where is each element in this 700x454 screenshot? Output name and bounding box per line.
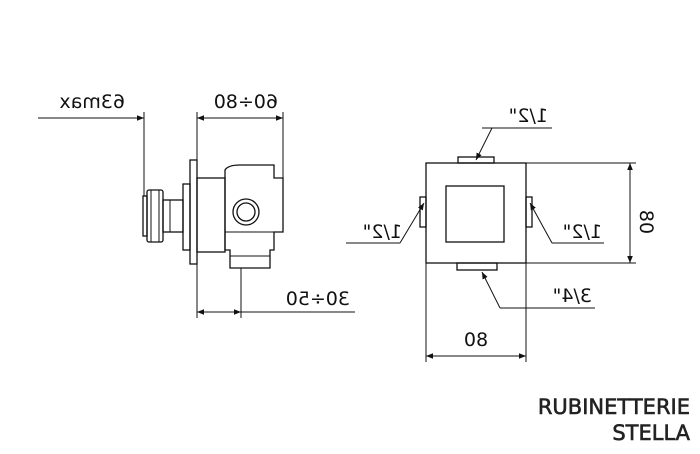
valve-body xyxy=(224,164,284,269)
bottom-connection xyxy=(456,262,498,271)
label-conn-left: 1/2" xyxy=(363,221,402,243)
brand-line-2: STELLA xyxy=(612,421,690,446)
label-conn-top: 1/2" xyxy=(509,105,548,127)
port-circle xyxy=(232,198,260,226)
side-dimensions xyxy=(38,112,355,318)
front-dimensions xyxy=(346,127,636,362)
label-60-80: 60÷80 xyxy=(214,91,278,113)
side-view xyxy=(142,159,284,269)
label-63max: 63max xyxy=(59,91,125,113)
label-30-50: 30÷50 xyxy=(286,288,350,310)
flange-plate xyxy=(182,183,191,251)
brand-line-1: RUBINETTERIE xyxy=(537,395,691,420)
front-plate xyxy=(425,162,527,264)
label-width: 80 xyxy=(464,329,488,351)
left-connection xyxy=(419,196,427,228)
inner-square xyxy=(445,185,505,243)
knob-body xyxy=(146,189,164,243)
label-height: 80 xyxy=(635,210,657,234)
front-view xyxy=(419,156,533,271)
valve-stem xyxy=(162,199,184,233)
label-conn-bottom: 3/4" xyxy=(553,285,592,307)
label-conn-right: 1/2" xyxy=(563,221,602,243)
right-connection xyxy=(525,196,533,228)
